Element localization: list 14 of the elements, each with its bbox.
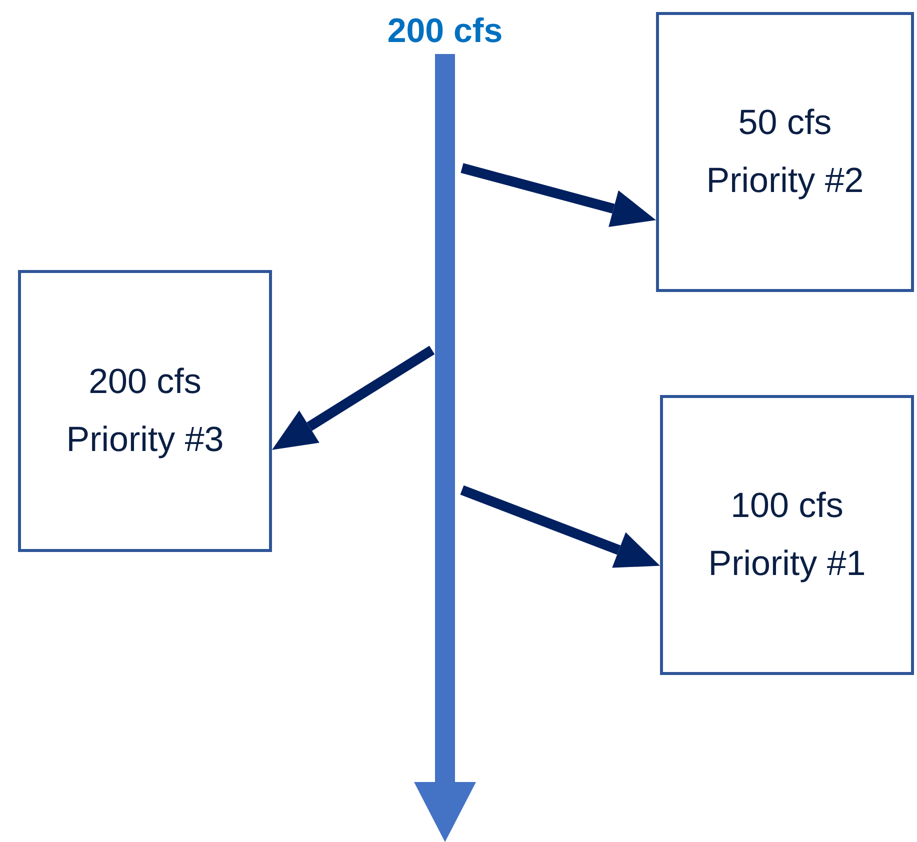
flow-amount: 100 cfs (730, 485, 844, 527)
diversion-arrow (272, 346, 435, 450)
flow-amount: 200 cfs (88, 361, 202, 403)
flow-label: 200 cfs (387, 12, 503, 50)
priority-label: Priority #1 (708, 543, 866, 585)
water-user-box (656, 12, 914, 292)
priority-label: Priority #3 (66, 419, 224, 461)
water-user-box (18, 270, 272, 552)
diversion-arrow (460, 163, 656, 228)
flow-amount: 50 cfs (738, 102, 832, 144)
stream-arrow (414, 54, 476, 842)
priority-label: Priority #2 (706, 160, 864, 202)
water-user-box (660, 395, 914, 675)
diversion-arrow (460, 485, 660, 568)
